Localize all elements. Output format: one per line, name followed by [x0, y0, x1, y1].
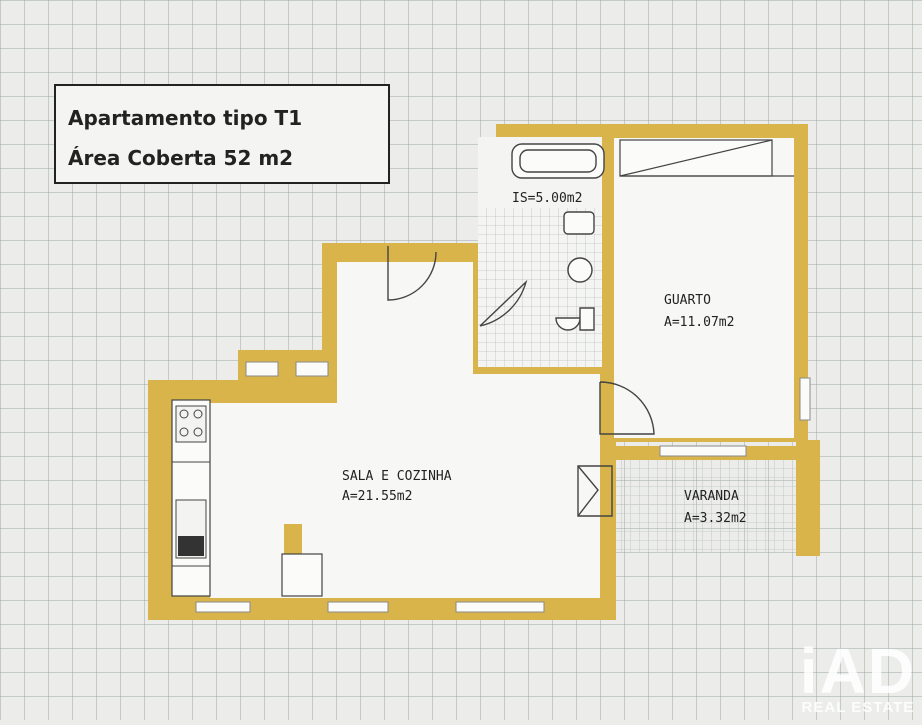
bedroom-name-label: GUARTO — [664, 293, 711, 308]
plan-title: Apartamento tipo T1 — [68, 106, 303, 130]
balcony-name-label: VARANDA — [684, 489, 739, 504]
watermark-logo: iAD REAL ESTATE — [800, 639, 916, 716]
living-room-floor — [210, 262, 600, 598]
bidet-icon — [567, 257, 593, 283]
plan-title-box: Apartamento tipo T1 Área Coberta 52 m2 — [54, 84, 390, 184]
windows — [195, 361, 811, 613]
watermark-subtitle: REAL ESTATE — [801, 699, 915, 716]
balcony-floor — [616, 460, 796, 552]
doors — [387, 246, 655, 517]
sink-icon — [563, 211, 595, 235]
toilet-icon — [555, 307, 595, 331]
bedroom-area-label: A=11.07m2 — [664, 315, 734, 330]
living-area-label: A=21.55m2 — [342, 489, 412, 504]
plan-covered-area: Área Coberta 52 m2 — [68, 146, 294, 170]
kitchen-counter — [171, 399, 211, 597]
living-name-label: SALA E COZINHA — [342, 469, 452, 484]
bathroom-area-label: IS=5.00m2 — [512, 191, 582, 206]
balcony-area-label: A=3.32m2 — [684, 511, 747, 526]
wardrobe — [619, 139, 794, 177]
pillar — [284, 524, 302, 554]
stove-icon — [175, 405, 207, 443]
watermark-logo-text: iAD — [799, 635, 916, 707]
bathroom-fixtures — [511, 143, 605, 331]
cabinet — [281, 553, 323, 597]
bedroom-floor — [614, 138, 794, 438]
